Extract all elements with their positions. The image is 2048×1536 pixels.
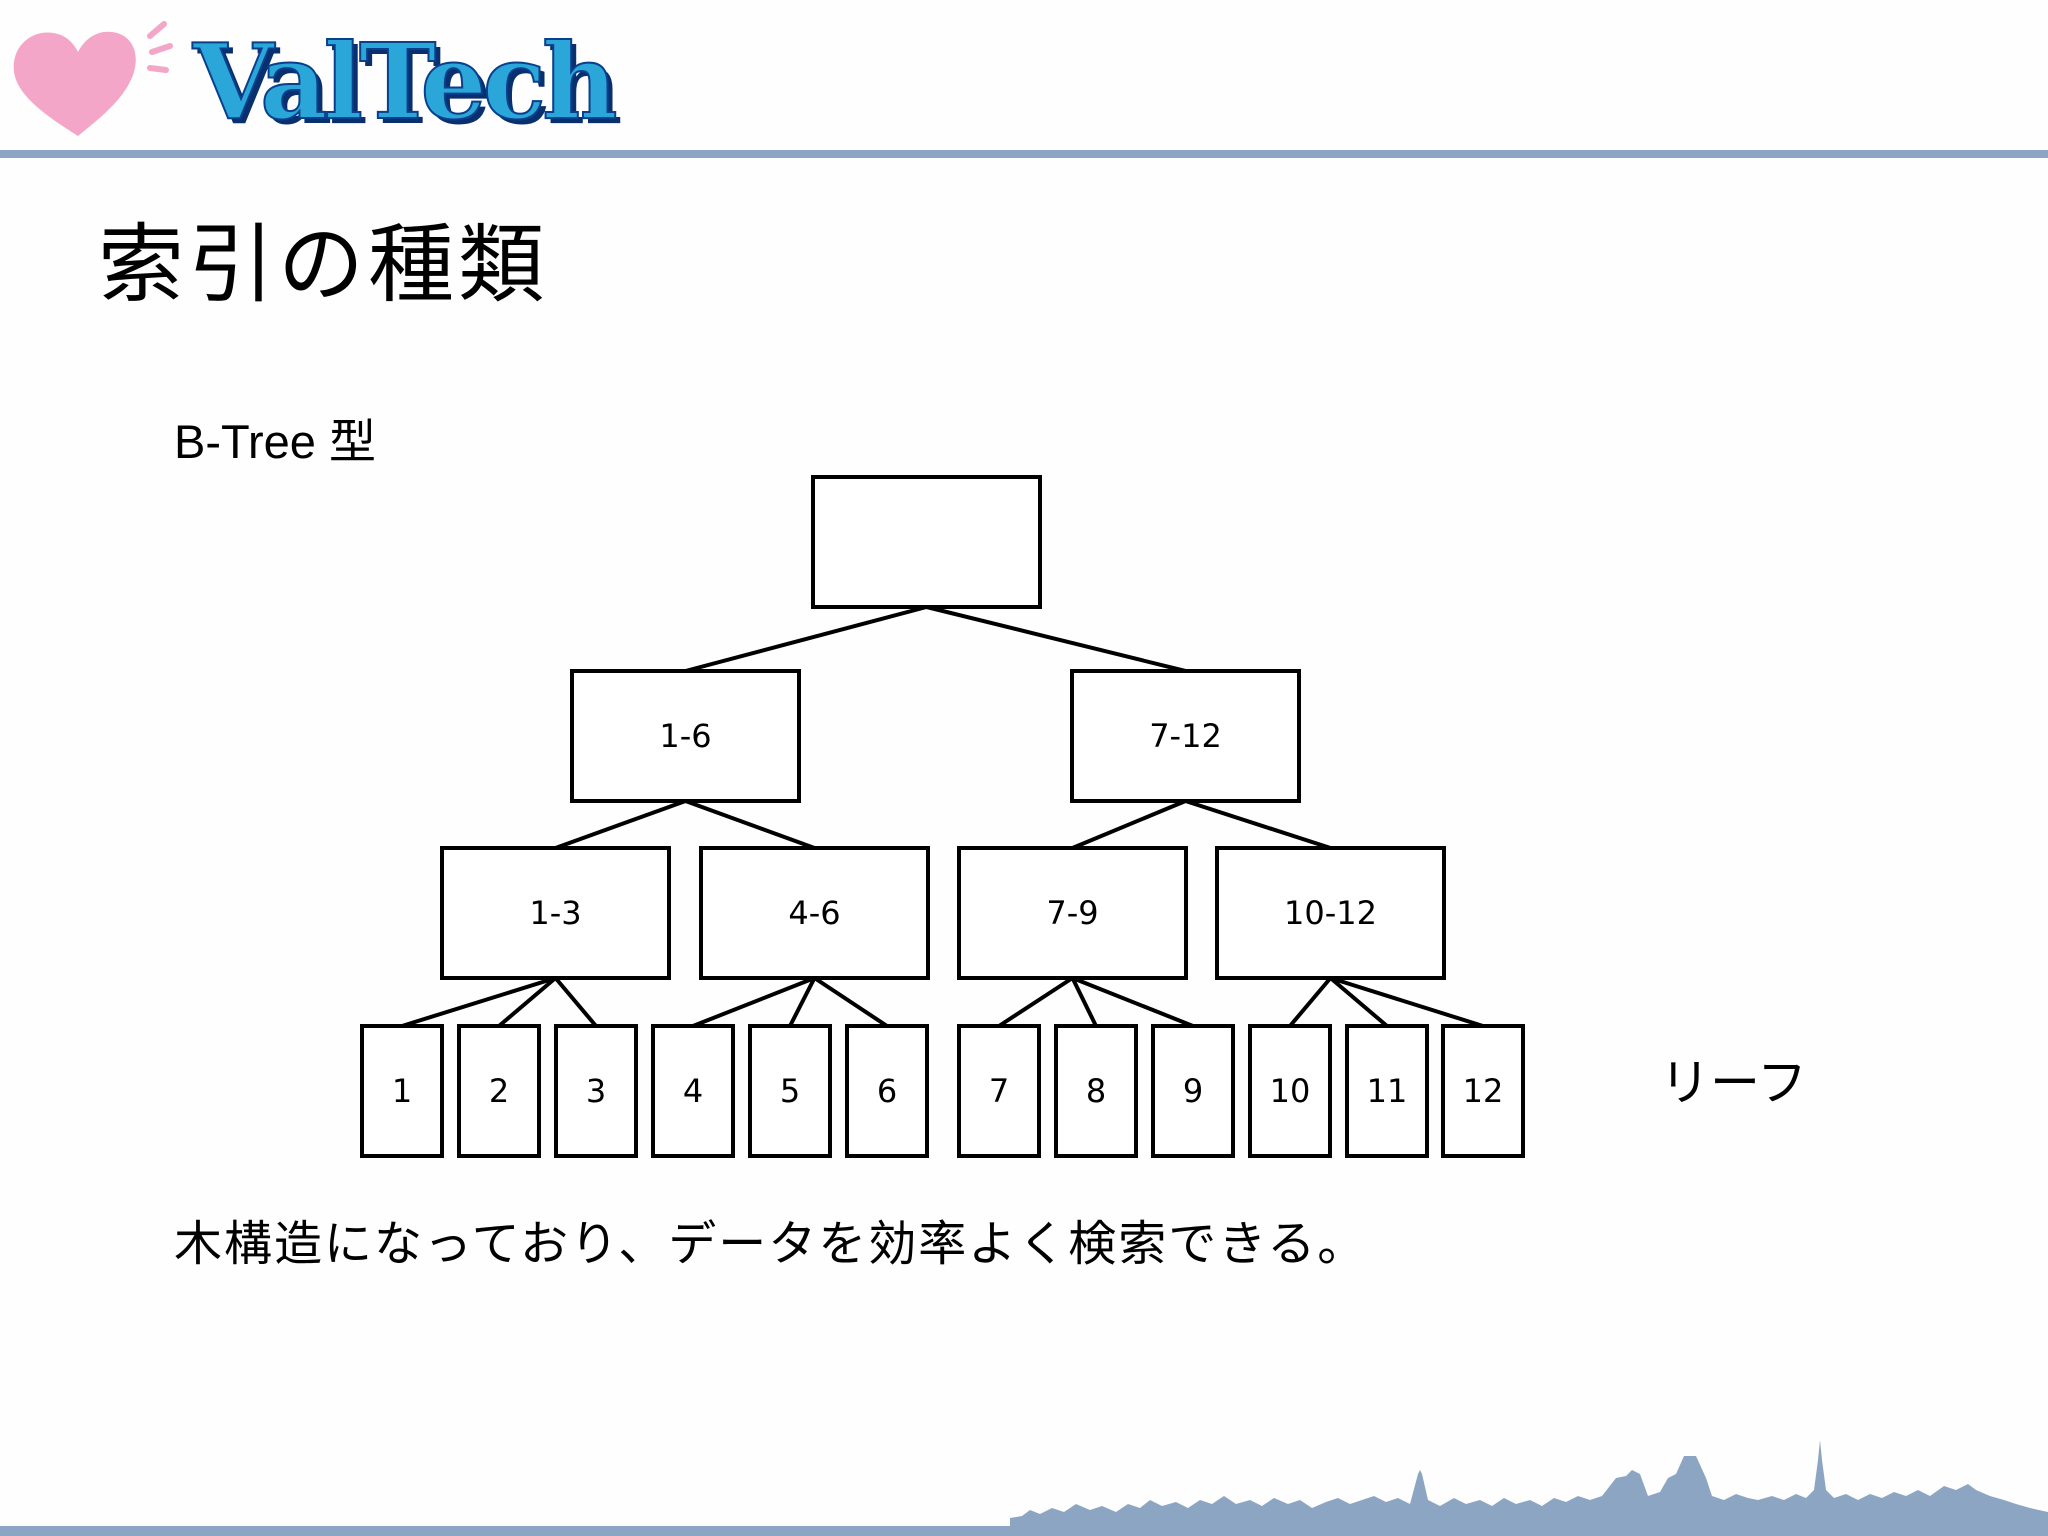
edge-l2-to-leaf-5 <box>813 976 889 1028</box>
tree-leaf-2-label: 3 <box>586 1072 606 1110</box>
edge-l2-to-leaf-11 <box>1329 976 1484 1028</box>
edge-l2-to-leaf-1 <box>497 976 557 1028</box>
tree-root-node <box>811 475 1042 609</box>
tree-leaf-7-label: 8 <box>1086 1072 1106 1110</box>
leaf-label: リーフ <box>1660 1054 1807 1112</box>
tree-leaf-7 <box>1054 1024 1138 1158</box>
tree-node-l1-0 <box>570 669 801 803</box>
tree-leaf-4 <box>748 1024 832 1158</box>
edge-l2-to-leaf-4 <box>788 977 817 1027</box>
tree-node-l2-2 <box>957 846 1188 980</box>
heart-icon <box>13 31 136 136</box>
tree-leaf-1-label: 2 <box>489 1072 509 1110</box>
skyline-silhouette <box>1010 1440 2048 1536</box>
header-divider <box>0 150 2048 158</box>
tree-leaf-9-label: 10 <box>1270 1072 1311 1110</box>
tree-leaf-10 <box>1345 1024 1429 1158</box>
edge-l1-to-l2-2 <box>1071 799 1187 850</box>
edge-l2-to-leaf-6 <box>997 976 1074 1028</box>
edge-root-to-l1-1 <box>926 605 1186 673</box>
edge-l1-to-l2-0 <box>554 799 687 850</box>
edge-l2-to-leaf-8 <box>1071 976 1194 1028</box>
tree-leaf-6-label: 7 <box>989 1072 1009 1110</box>
tree-node-l2-1-label: 4-6 <box>788 894 840 932</box>
tree-node-l2-0-label: 1-3 <box>529 894 581 932</box>
diagram-subtitle: B-Tree 型 <box>174 415 376 468</box>
edge-l1-to-l2-3 <box>1184 799 1332 850</box>
tree-leaf-8-label: 9 <box>1183 1072 1203 1110</box>
tree-leaf-4-label: 5 <box>780 1072 800 1110</box>
tree-node-l2-3 <box>1215 846 1446 980</box>
tree-leaf-5-label: 6 <box>877 1072 897 1110</box>
page-title: 索引の種類 <box>98 215 548 315</box>
footer-band <box>0 1526 2048 1536</box>
tree-leaf-0 <box>360 1024 444 1158</box>
edge-l1-to-l2-1 <box>684 799 816 850</box>
tree-node-l1-1 <box>1070 669 1301 803</box>
valtech-logo <box>13 21 173 136</box>
tree-node-l2-0 <box>440 846 671 980</box>
edge-l2-to-leaf-2 <box>553 976 598 1028</box>
edge-l2-to-leaf-9 <box>1288 976 1333 1028</box>
edge-root-to-l1-0 <box>684 605 928 673</box>
tree-node-l1-0-label: 1-6 <box>659 717 711 755</box>
tree-leaf-9 <box>1248 1024 1332 1158</box>
tree-leaf-5 <box>845 1024 929 1158</box>
tree-leaf-11 <box>1441 1024 1525 1158</box>
tree-node-l2-1 <box>699 846 930 980</box>
tree-leaf-2 <box>554 1024 638 1158</box>
tree-node-l2-3-label: 10-12 <box>1284 894 1377 932</box>
tree-leaf-3 <box>651 1024 735 1158</box>
tree-leaf-10-label: 11 <box>1367 1072 1408 1110</box>
tree-leaf-3-label: 4 <box>683 1072 703 1110</box>
description-text: 木構造になっており、データを効率よく検索できる。 <box>174 1216 1368 1272</box>
tree-leaf-6 <box>957 1024 1041 1158</box>
tree-node-l2-2-label: 7-9 <box>1046 894 1098 932</box>
motion-lines-icon <box>147 21 173 73</box>
tree-leaf-1 <box>457 1024 541 1158</box>
edge-l2-to-leaf-7 <box>1070 977 1098 1027</box>
edge-l2-to-leaf-10 <box>1329 976 1389 1028</box>
tree-node-l1-1-label: 7-12 <box>1149 717 1222 755</box>
edge-l2-to-leaf-3 <box>692 976 816 1028</box>
tree-edges <box>401 605 1484 1028</box>
city-skyline-footer <box>0 1440 2048 1536</box>
tree-leaf-8 <box>1151 1024 1235 1158</box>
tree-leaf-0-label: 1 <box>392 1072 412 1110</box>
logo-wordmark: ValTech <box>192 20 619 143</box>
tree-leaf-11-label: 12 <box>1463 1072 1504 1110</box>
edge-l2-to-leaf-0 <box>401 976 557 1028</box>
